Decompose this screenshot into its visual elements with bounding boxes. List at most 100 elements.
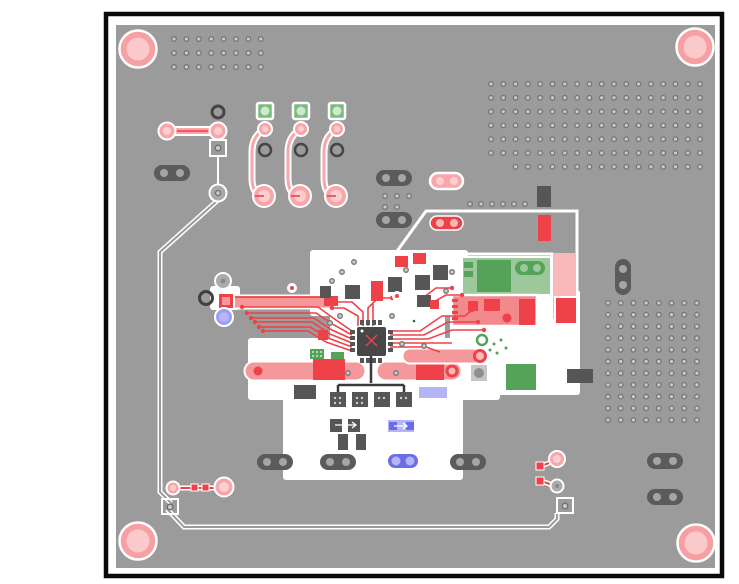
via: [598, 136, 605, 143]
via: [611, 163, 617, 170]
via: [598, 122, 605, 129]
via: [643, 323, 650, 330]
green-dot: [495, 351, 499, 355]
via: [586, 108, 593, 115]
via: [660, 122, 667, 129]
via: [549, 150, 556, 156]
via: [488, 81, 494, 87]
via: [655, 405, 662, 412]
via: [681, 381, 688, 388]
via: [684, 150, 691, 156]
smd-component-dark: [396, 392, 412, 407]
via: [478, 201, 484, 207]
thermal-via-dot: [333, 396, 337, 400]
via: [684, 81, 691, 87]
via: [394, 193, 400, 199]
via: [635, 122, 642, 129]
round-pad-red: [502, 313, 512, 323]
green-dot: [488, 348, 492, 352]
via: [549, 163, 556, 170]
signal-trace: [263, 330, 353, 352]
ring-pad-red: [445, 364, 459, 378]
pad-hole: [653, 457, 661, 465]
via: [443, 288, 449, 294]
via: [171, 64, 177, 70]
teardrop: [244, 310, 250, 316]
via: [561, 81, 568, 87]
via: [617, 323, 624, 330]
via: [623, 122, 630, 129]
via: [598, 81, 605, 87]
silk-fiducial-box: [161, 498, 179, 515]
drill-ring: [257, 142, 273, 158]
via: [220, 64, 227, 70]
via: [635, 136, 642, 143]
green-dot: [499, 338, 503, 342]
via: [598, 150, 605, 156]
via: [635, 94, 642, 101]
polarity-arrow: [335, 421, 358, 429]
via: [697, 108, 704, 115]
via: [245, 36, 252, 42]
via: [500, 201, 506, 207]
via: [561, 108, 568, 115]
via: [512, 108, 519, 115]
ic-pin: [366, 358, 370, 363]
via: [233, 50, 239, 56]
via: [605, 370, 611, 377]
pad-hole: [298, 126, 304, 132]
via: [524, 122, 531, 129]
via: [245, 64, 252, 70]
smd-component-dark: [388, 277, 402, 292]
via: [393, 370, 399, 376]
smd-component-red: [416, 364, 444, 380]
via: [512, 163, 519, 170]
via: [643, 393, 650, 400]
via: [623, 163, 630, 170]
pad-hole: [555, 484, 559, 488]
via: [697, 122, 704, 129]
via: [643, 370, 650, 377]
silkscreen-component: [647, 489, 683, 505]
via: [406, 193, 412, 199]
pad-hole: [398, 216, 406, 224]
via: [488, 94, 494, 101]
via: [697, 94, 704, 101]
via: [500, 150, 507, 156]
green-dot: [492, 342, 496, 346]
smd-pad-red: [452, 311, 458, 314]
via: [512, 122, 519, 129]
smd-pad-red: [535, 476, 545, 486]
signal-trace: [332, 307, 359, 326]
via: [183, 64, 190, 70]
via: [617, 346, 624, 353]
signal-trace: [251, 317, 353, 340]
via: [697, 163, 704, 170]
green-component: [506, 364, 536, 390]
via: [655, 346, 662, 353]
via: [623, 94, 630, 101]
via: [467, 201, 473, 207]
via: [617, 300, 624, 306]
via: [693, 323, 700, 330]
pad-hole: [472, 458, 480, 466]
via: [208, 36, 215, 42]
via: [537, 136, 544, 143]
pad-hole: [334, 126, 340, 132]
ic-pin: [388, 336, 393, 340]
dual-pad-pink: [428, 171, 465, 191]
pad-hole: [533, 264, 541, 272]
via: [655, 358, 662, 365]
trace-tip-red: [324, 296, 338, 306]
via: [672, 94, 679, 101]
trace-end-dot: [253, 366, 263, 376]
smd-component-red: [538, 215, 551, 241]
fiducial-dot: [290, 286, 294, 290]
via: [586, 136, 593, 143]
pad-dot: [312, 351, 314, 353]
pad-hole: [391, 456, 401, 466]
testpoint-hole: [260, 106, 270, 116]
smd-component-dark: [320, 286, 331, 298]
via: [183, 50, 190, 56]
smd-component-dark: [417, 295, 431, 307]
